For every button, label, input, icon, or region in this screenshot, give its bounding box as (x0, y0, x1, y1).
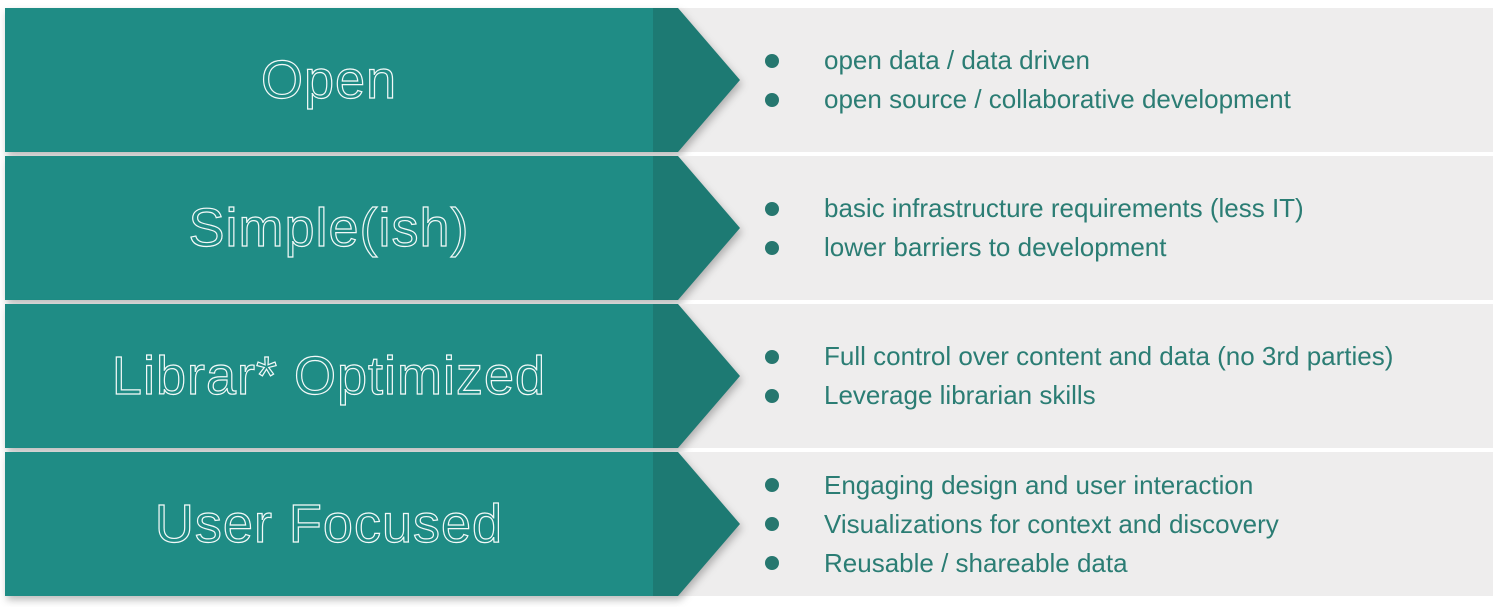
list-item: basic infrastructure requirements (less … (765, 189, 1304, 228)
bullet-list: basic infrastructure requirements (less … (765, 156, 1304, 300)
list-item: Reusable / shareable data (765, 544, 1279, 583)
list-item: open source / collaborative development (765, 80, 1291, 119)
bullet-text: Engaging design and user interaction (824, 469, 1254, 500)
bullet-text: Full control over content and data (no 3… (824, 341, 1394, 371)
list-item: Full control over content and data (no 3… (765, 337, 1393, 376)
bullet-icon (765, 478, 779, 492)
bullet-text: Reusable / shareable data (824, 547, 1128, 578)
bullet-icon (765, 92, 779, 107)
bullet-icon (765, 556, 779, 570)
bullet-icon (765, 349, 779, 364)
arrow-row-open: Open open data / data driven open source… (5, 8, 1493, 152)
arrow-tip-icon (653, 452, 740, 596)
bullet-icon (765, 388, 779, 403)
arrow-body-shape (5, 156, 653, 300)
bullet-text: open data / data driven (824, 45, 1090, 75)
bullet-list: Full control over content and data (no 3… (765, 304, 1393, 448)
list-item: Engaging design and user interaction (765, 466, 1279, 505)
arrow-label: Simple(ish) (188, 197, 470, 258)
arrow-row-user-focused: User Focused Engaging design and user in… (5, 452, 1493, 596)
bullet-list: Engaging design and user interaction Vis… (765, 452, 1279, 596)
arrow-body-shape (5, 452, 653, 596)
arrow-body-shape (5, 8, 653, 152)
arrow-banner (5, 8, 740, 152)
arrow-label: Open (260, 49, 398, 110)
bullet-icon (765, 201, 779, 216)
arrow-tip-icon (653, 304, 740, 448)
arrow-tip-icon (653, 8, 740, 152)
bullet-list: open data / data driven open source / co… (765, 8, 1291, 152)
arrow-label: User Focused (154, 493, 504, 554)
list-item: lower barriers to development (765, 228, 1304, 267)
bullet-text: Visualizations for context and discovery (824, 508, 1279, 539)
arrow-row-simple: Simple(ish) basic infrastructure require… (5, 156, 1493, 300)
arrow-banner (5, 452, 740, 596)
bullet-icon (765, 53, 779, 68)
arrow-label: Librar* Optimized (111, 345, 547, 406)
bullet-text: open source / collaborative development (824, 84, 1291, 114)
list-item: open data / data driven (765, 41, 1291, 80)
bullet-text: basic infrastructure requirements (less … (824, 193, 1304, 223)
list-item: Visualizations for context and discovery (765, 505, 1279, 544)
list-item: Leverage librarian skills (765, 376, 1393, 415)
arrow-body-shape (5, 304, 653, 448)
arrow-banner (5, 304, 740, 448)
arrow-tip-icon (653, 156, 740, 300)
bullet-text: Leverage librarian skills (824, 380, 1096, 410)
bullet-icon (765, 240, 779, 255)
bullet-text: lower barriers to development (824, 232, 1167, 262)
arrow-banner (5, 156, 740, 300)
arrow-row-librar-optimized: Librar* Optimized Full control over cont… (5, 304, 1493, 448)
bullet-icon (765, 517, 779, 531)
